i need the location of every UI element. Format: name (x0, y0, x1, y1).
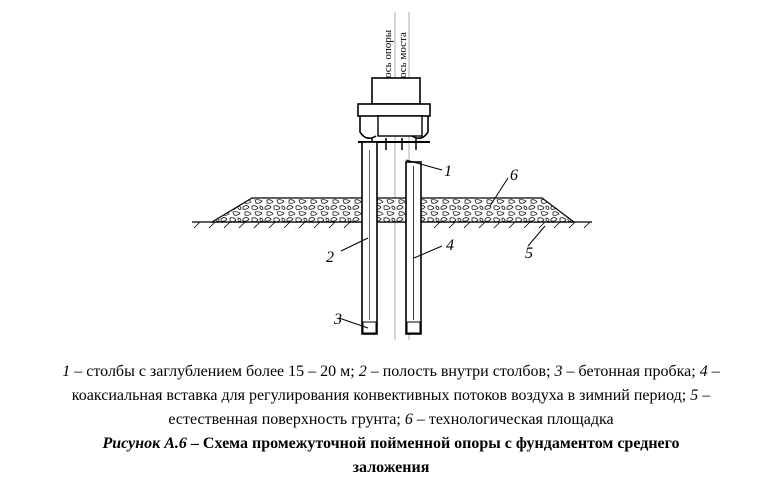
cap-collar (377, 115, 423, 137)
figure-caption: Рисунок А.6 – Схема промежуточной поймен… (0, 432, 782, 480)
figure-legend: 1 – столбы с заглублением более 15 – 20 … (0, 360, 782, 432)
legend-text: – технологическая площадка (412, 411, 614, 428)
legend-line-1: 1 – столбы с заглублением более 15 – 20 … (0, 360, 782, 384)
leader-4 (413, 245, 443, 259)
legend-line-2: коаксиальная вставка для регулирования к… (0, 384, 782, 408)
bridge-axis-label: ось моста (397, 32, 409, 78)
callout-5: 5 (525, 245, 533, 262)
legend-text: – (707, 363, 720, 380)
legend-num: 3 (554, 363, 563, 380)
callout-6: 6 (510, 167, 518, 184)
leader-1 (405, 159, 443, 171)
legend-text: – полость внутри столбов; (366, 363, 555, 380)
callout-4: 4 (446, 237, 454, 254)
legend-text: – бетонная пробка; (562, 363, 700, 380)
ground-hatch (193, 221, 591, 229)
leader-3 (338, 317, 369, 329)
cap-bracket-left (359, 116, 377, 140)
legend-num: 2 (358, 363, 367, 380)
legend-num: 6 (404, 411, 413, 428)
legend-text: – столбы с заглублением более 15 – 20 м; (70, 363, 359, 380)
leader-6 (489, 177, 509, 207)
cap-plate (357, 103, 431, 117)
legend-text: коаксиальная вставка для регулирования к… (71, 387, 691, 404)
callout-1: 1 (444, 163, 452, 180)
callout-2: 2 (326, 249, 334, 266)
legend-text: естественная поверхность грунта; (168, 411, 405, 428)
legend-num: 4 (699, 363, 708, 380)
legend-num: 5 (690, 387, 699, 404)
figure-number: Рисунок А.6 (102, 435, 187, 452)
cap-bracket-right (411, 116, 429, 140)
support-axis-label: ось опоры (382, 29, 394, 78)
leader-5 (527, 225, 546, 247)
support-diagram: ось опоры ось моста 1 2 (192, 12, 592, 340)
technological-platform (209, 197, 576, 223)
concrete-plug-left (362, 321, 377, 334)
leader-2 (340, 237, 369, 252)
callout-3: 3 (333, 311, 342, 328)
caption-line-2: заложения (352, 459, 430, 476)
legend-num: 1 (62, 363, 71, 380)
caption-line-1: – Схема промежуточной пойменной опоры с … (186, 435, 680, 452)
legend-text: – (698, 387, 711, 404)
column-cap (371, 77, 421, 105)
legend-line-3: естественная поверхность грунта; 6 – тех… (0, 408, 782, 432)
concrete-plug-right (406, 321, 421, 334)
